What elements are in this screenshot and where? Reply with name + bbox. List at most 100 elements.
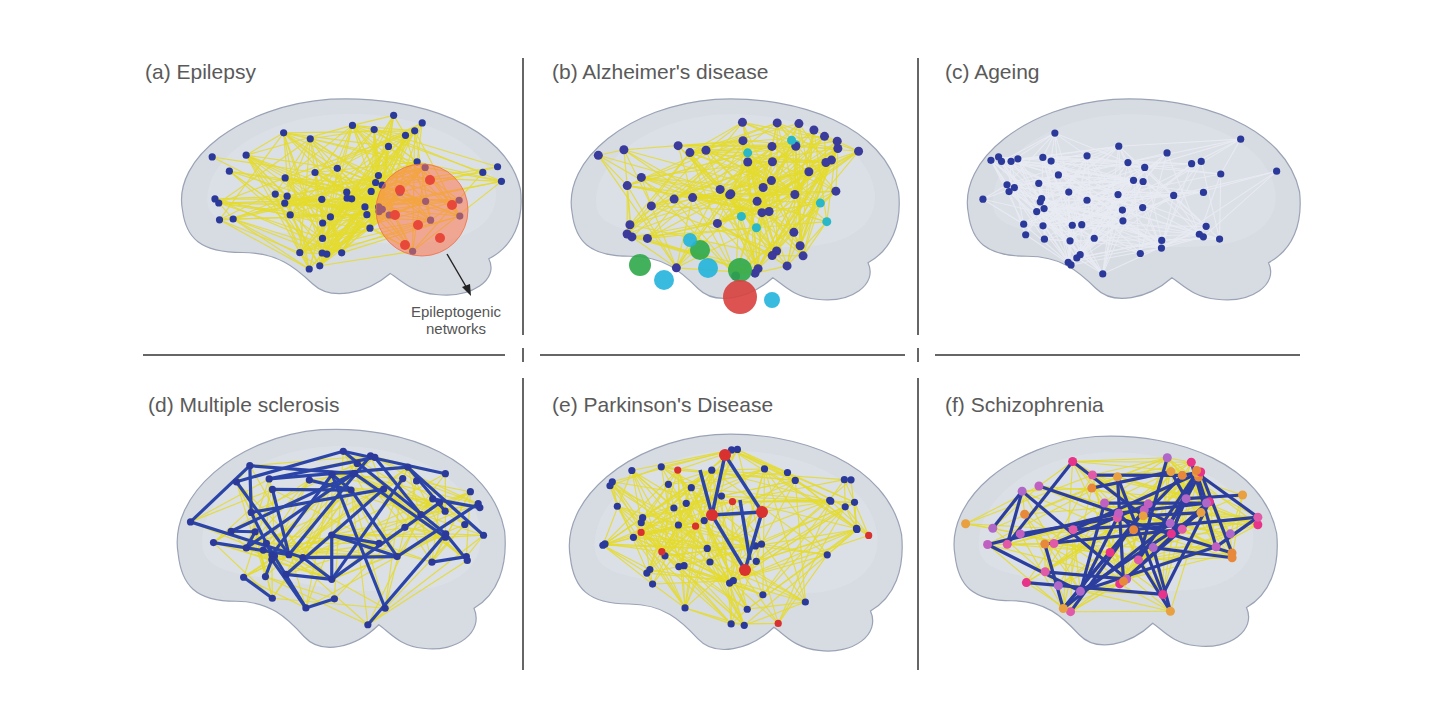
region-node (1048, 157, 1055, 164)
region-node (1039, 154, 1046, 161)
region-node (637, 173, 646, 182)
affected-node (719, 449, 731, 461)
brain-panel (569, 434, 902, 651)
region-node (670, 195, 679, 204)
region-node (1014, 155, 1021, 162)
region-node (1158, 237, 1165, 244)
connection-line (284, 133, 338, 169)
connection-line (320, 251, 413, 265)
connection-line (1043, 157, 1103, 273)
region-node (773, 118, 782, 127)
region-node (688, 484, 695, 491)
connection-line (733, 469, 764, 581)
epileptogenic-node (390, 210, 400, 220)
region-node (737, 212, 746, 221)
connection-line (748, 153, 800, 246)
region-node (1065, 259, 1072, 266)
region-node (809, 126, 818, 135)
region-node (601, 540, 608, 547)
region-node (281, 200, 288, 207)
region-node (643, 234, 652, 243)
region-node (842, 503, 849, 510)
region-node (429, 495, 436, 502)
connection-line (999, 157, 1042, 199)
connection-line (772, 151, 858, 255)
region-node (706, 558, 713, 565)
connection-line (1143, 181, 1206, 226)
region-node (847, 476, 854, 483)
region-node (394, 553, 401, 560)
connection-line (1123, 221, 1199, 234)
region-node (1035, 180, 1042, 187)
region-node (390, 112, 397, 119)
region-node (743, 148, 752, 157)
thick-connection (351, 490, 397, 557)
region-node (463, 553, 470, 560)
region-node (1137, 250, 1144, 257)
region-node (1055, 171, 1062, 178)
region-node (428, 559, 435, 566)
connection-line (368, 535, 484, 625)
connection-line (1042, 157, 1043, 198)
region-node (768, 251, 777, 260)
region-node (649, 580, 656, 587)
region-node (625, 220, 634, 229)
region-node (228, 528, 235, 535)
thick-connection (306, 599, 335, 608)
region-node (841, 476, 848, 483)
connection-line (1094, 238, 1140, 253)
connection-line (732, 450, 846, 507)
region-node (1003, 181, 1010, 188)
region-node (792, 477, 799, 484)
connection-line (983, 185, 1007, 199)
connection-line (327, 212, 379, 254)
brain-networks (177, 99, 1300, 651)
connection-line (1082, 225, 1200, 235)
connection-line (289, 555, 368, 625)
region-node (243, 544, 250, 551)
region-node (665, 481, 672, 488)
region-node (382, 605, 389, 612)
region-node (1158, 244, 1165, 251)
epileptogenic-zone (376, 164, 468, 256)
region-node (338, 249, 345, 256)
connection-line (612, 482, 641, 523)
connection-line (368, 560, 467, 624)
connection-line (1145, 167, 1221, 174)
connection-line (612, 482, 685, 608)
brain-panel (177, 429, 505, 649)
region-node (646, 566, 653, 573)
region-node (726, 189, 735, 198)
connection-line (769, 212, 794, 233)
region-node (364, 621, 371, 628)
thick-connection (272, 560, 306, 608)
thick-connection (286, 574, 332, 579)
connection-line (246, 133, 283, 155)
connection-line (352, 125, 414, 130)
region-node (1237, 136, 1244, 143)
region-node (461, 521, 468, 528)
region-node (243, 152, 250, 159)
region-node (319, 219, 326, 226)
connection-line (603, 545, 653, 584)
region-node (306, 265, 313, 272)
region-node (853, 526, 860, 533)
connection-line (678, 449, 738, 470)
region-node (854, 147, 863, 156)
connection-line (632, 450, 732, 471)
connection-line (755, 529, 857, 545)
region-node (619, 145, 628, 154)
connection-line (763, 501, 831, 595)
region-node (268, 556, 275, 563)
region-node (594, 151, 603, 160)
region-node (372, 179, 379, 186)
region-node (796, 241, 805, 250)
connection-line (983, 199, 1024, 224)
atrophy-sphere (764, 292, 780, 308)
region-node (851, 499, 858, 506)
region-node (658, 463, 665, 470)
region-node (285, 551, 292, 558)
atrophy-sphere (728, 258, 752, 282)
region-node (1216, 235, 1223, 242)
